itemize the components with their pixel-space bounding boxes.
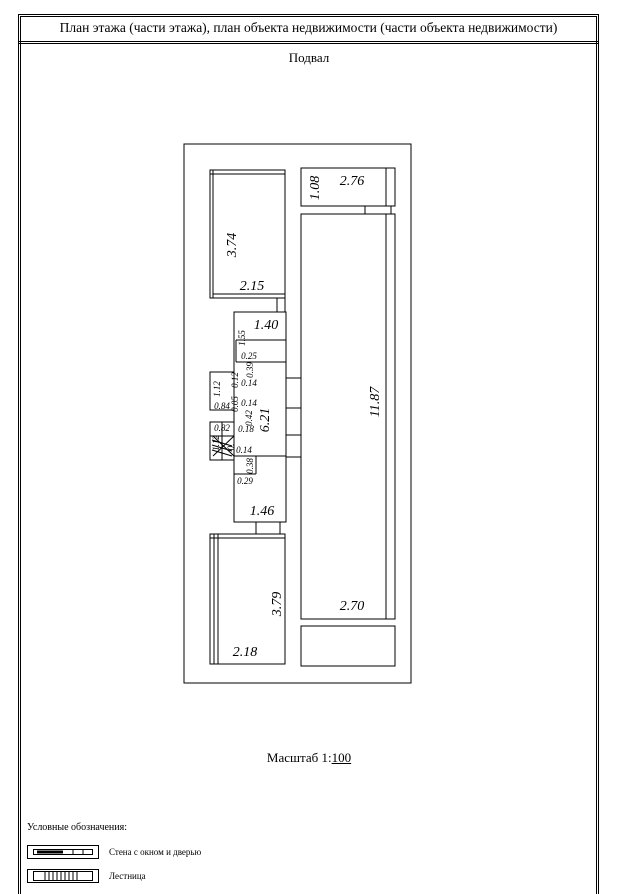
dim-1-12-b: 1.12 <box>211 435 221 451</box>
dim-1-08: 1.08 <box>308 176 323 201</box>
dim-0-29: 0.29 <box>237 476 253 486</box>
legend-label-wall: Стена с окном и дверью <box>109 847 202 857</box>
dim-1-55: 1.55 <box>237 330 247 346</box>
dim-0-25: 0.25 <box>241 351 257 361</box>
dim-2-15: 2.15 <box>240 279 265 294</box>
dim-0-12: 0.12 <box>230 372 240 388</box>
room-bottom-right <box>300 625 396 667</box>
dim-6-21: 6.21 <box>258 408 273 433</box>
building-outline <box>183 143 412 684</box>
cell-upper <box>209 371 235 411</box>
dim-3-79: 3.79 <box>270 592 285 618</box>
dim-1-40: 1.40 <box>254 318 279 333</box>
room-top-left <box>209 169 286 299</box>
dim-11-87: 11.87 <box>368 386 383 417</box>
legend-label-stairs: Лестница <box>109 871 146 881</box>
dim-2-18: 2.18 <box>233 645 258 660</box>
dim-0-84: 0.84 <box>214 401 230 411</box>
dim-3-74: 3.74 <box>225 233 240 259</box>
dim-0-82: 0.82 <box>214 423 230 433</box>
room-long-right <box>300 213 396 620</box>
room-bottom-left <box>209 533 286 665</box>
dim-2-76: 2.76 <box>340 174 365 189</box>
dim-1-46: 1.46 <box>250 504 275 519</box>
dim-0-05: 0.05 <box>230 396 240 412</box>
legend-item-wall: Стена с окном и дверью <box>27 845 201 859</box>
dim-0-14-c: 0.14 <box>236 445 252 455</box>
room-top-right <box>300 167 396 207</box>
floor-name: Подвал <box>288 50 330 65</box>
scale-label: Масштаб 1:100 <box>0 750 618 766</box>
dim-0-14-a: 0.14 <box>241 378 257 388</box>
plan-header-title: План этажа (части этажа), план объекта н… <box>18 14 599 44</box>
dim-0-38: 0.38 <box>245 458 255 474</box>
dim-0-39: 0.39 <box>245 362 255 378</box>
dim-0-partial: 0. <box>226 444 236 451</box>
stairs-icon <box>27 869 99 883</box>
legend-item-stairs: Лестница <box>27 869 146 883</box>
scale-prefix: Масштаб 1: <box>266 750 332 765</box>
dim-0-42: 0.42 <box>244 410 254 426</box>
scale-value: 100 <box>331 750 352 765</box>
drawing-frame <box>18 14 599 894</box>
dim-0-14-b: 0.14 <box>241 398 257 408</box>
wall-window-door-icon <box>27 845 99 859</box>
dim-1-12-a: 1.12 <box>212 381 222 397</box>
dim-2-70: 2.70 <box>340 599 365 614</box>
dim-0-18: 0.18 <box>238 424 254 434</box>
legend-title: Условные обозначения: <box>27 822 128 833</box>
